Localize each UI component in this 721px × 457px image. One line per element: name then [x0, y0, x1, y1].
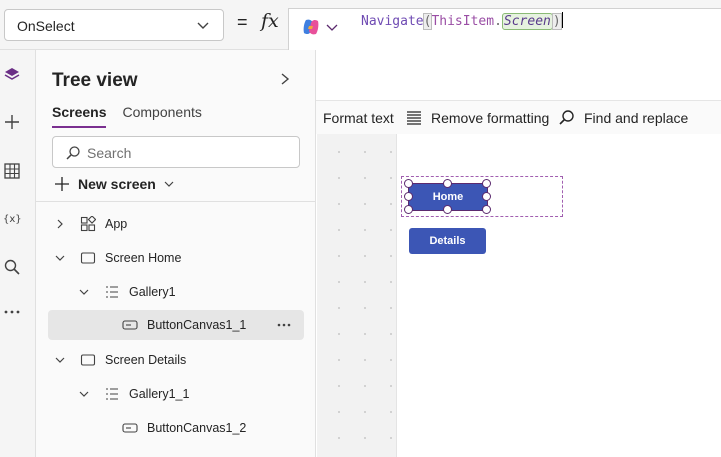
formula-editor[interactable]: Navigate(ThisItem.Screen) Format text Re… [288, 8, 721, 134]
code-dot: . [494, 14, 502, 29]
button-icon [122, 423, 138, 433]
find-replace-button[interactable]: Find and replace [558, 109, 688, 127]
tree-node-buttoncanvas1-2[interactable]: ButtonCanvas1_2 [122, 413, 246, 443]
app-icon [80, 216, 96, 232]
left-rail: {x} [0, 50, 36, 457]
tree-node-label: Screen Home [105, 251, 182, 265]
remove-formatting-label: Remove formatting [431, 110, 550, 126]
search-input[interactable] [87, 143, 287, 163]
text-cursor [561, 12, 563, 28]
gallery-icon [106, 286, 118, 298]
new-screen-label: New screen [78, 176, 156, 192]
format-toolbar: Format text Remove formatting Find and r… [289, 100, 721, 134]
tree-tabs: Screens Components [52, 104, 202, 128]
plus-icon[interactable] [2, 112, 22, 132]
find-replace-label: Find and replace [584, 110, 689, 126]
resize-handle[interactable] [482, 192, 491, 201]
fx-icon[interactable]: fx [261, 10, 279, 32]
more-icon[interactable] [2, 302, 22, 322]
resize-handle[interactable] [404, 192, 413, 201]
svg-text:{x}: {x} [3, 214, 22, 225]
tree-node-label: Gallery1 [129, 285, 176, 299]
search-icon[interactable] [2, 257, 22, 277]
chevron-right-icon[interactable] [278, 72, 292, 86]
tab-components[interactable]: Components [122, 104, 202, 120]
tree-view-panel: Tree view Screens Components New screen … [36, 50, 316, 457]
formula-code[interactable]: Navigate(ThisItem.Screen) [361, 12, 563, 31]
tree-node-label: Screen Details [105, 353, 187, 367]
code-open-paren: ( [422, 13, 433, 30]
plus-icon [55, 177, 69, 191]
gallery-selection-outline[interactable] [401, 176, 563, 217]
table-icon[interactable] [2, 161, 22, 181]
tree-node-label: Gallery1_1 [129, 387, 190, 401]
copilot-icon[interactable] [301, 17, 321, 37]
tab-screens[interactable]: Screens [52, 104, 107, 128]
tree-node-gallery1-1[interactable]: Gallery1_1 [78, 379, 189, 409]
tree-node-app[interactable]: App [54, 209, 127, 239]
divider [36, 201, 316, 202]
search-icon [559, 110, 574, 125]
resize-handle[interactable] [404, 205, 413, 214]
search-box[interactable] [52, 136, 300, 168]
resize-handle[interactable] [404, 179, 413, 188]
code-close-paren: ) [551, 13, 562, 30]
chevron-right-icon[interactable] [54, 218, 66, 230]
details-button[interactable]: Details [409, 228, 486, 254]
format-text-label: Format text [323, 110, 394, 126]
more-icon[interactable] [276, 318, 292, 332]
code-identifier: ThisItem [431, 14, 495, 29]
remove-formatting-button[interactable]: Remove formatting [405, 109, 549, 127]
remove-formatting-icon [407, 111, 421, 125]
layers-icon[interactable] [2, 65, 22, 85]
new-screen-button[interactable]: New screen [54, 176, 174, 192]
tree-node-gallery1[interactable]: Gallery1 [78, 277, 176, 307]
chevron-down-icon[interactable] [325, 20, 339, 34]
property-dropdown[interactable]: OnSelect [4, 9, 224, 41]
resize-handle[interactable] [482, 205, 491, 214]
tree-node-screen-details[interactable]: Screen Details [54, 345, 186, 375]
tree-view-title: Tree view [52, 70, 138, 91]
resize-handle[interactable] [443, 179, 452, 188]
tree-node-label: ButtonCanvas1_1 [147, 318, 247, 332]
resize-handle[interactable] [482, 179, 491, 188]
equals-sign: = [237, 12, 248, 32]
chevron-down-icon[interactable] [78, 286, 90, 298]
search-icon [66, 146, 80, 160]
tree-node-label: ButtonCanvas1_2 [147, 421, 247, 435]
gallery-icon [106, 388, 118, 400]
chevron-down-icon [164, 181, 174, 187]
screen-icon [80, 354, 96, 366]
button-icon [122, 320, 138, 330]
variables-icon[interactable]: {x} [2, 208, 22, 228]
chevron-down-icon[interactable] [54, 252, 66, 264]
resize-handle[interactable] [443, 205, 452, 214]
screen-icon [80, 252, 96, 264]
property-value: OnSelect [17, 18, 75, 34]
tree-node-screen-home[interactable]: Screen Home [54, 243, 181, 273]
code-property: Screen [501, 13, 553, 30]
chevron-down-icon[interactable] [54, 354, 66, 366]
chevron-down-icon[interactable] [78, 388, 90, 400]
tree-node-buttoncanvas1-1[interactable]: ButtonCanvas1_1 [48, 310, 304, 340]
chevron-down-icon [197, 22, 209, 29]
code-function: Navigate [361, 14, 424, 29]
tree-node-label: App [105, 217, 128, 231]
